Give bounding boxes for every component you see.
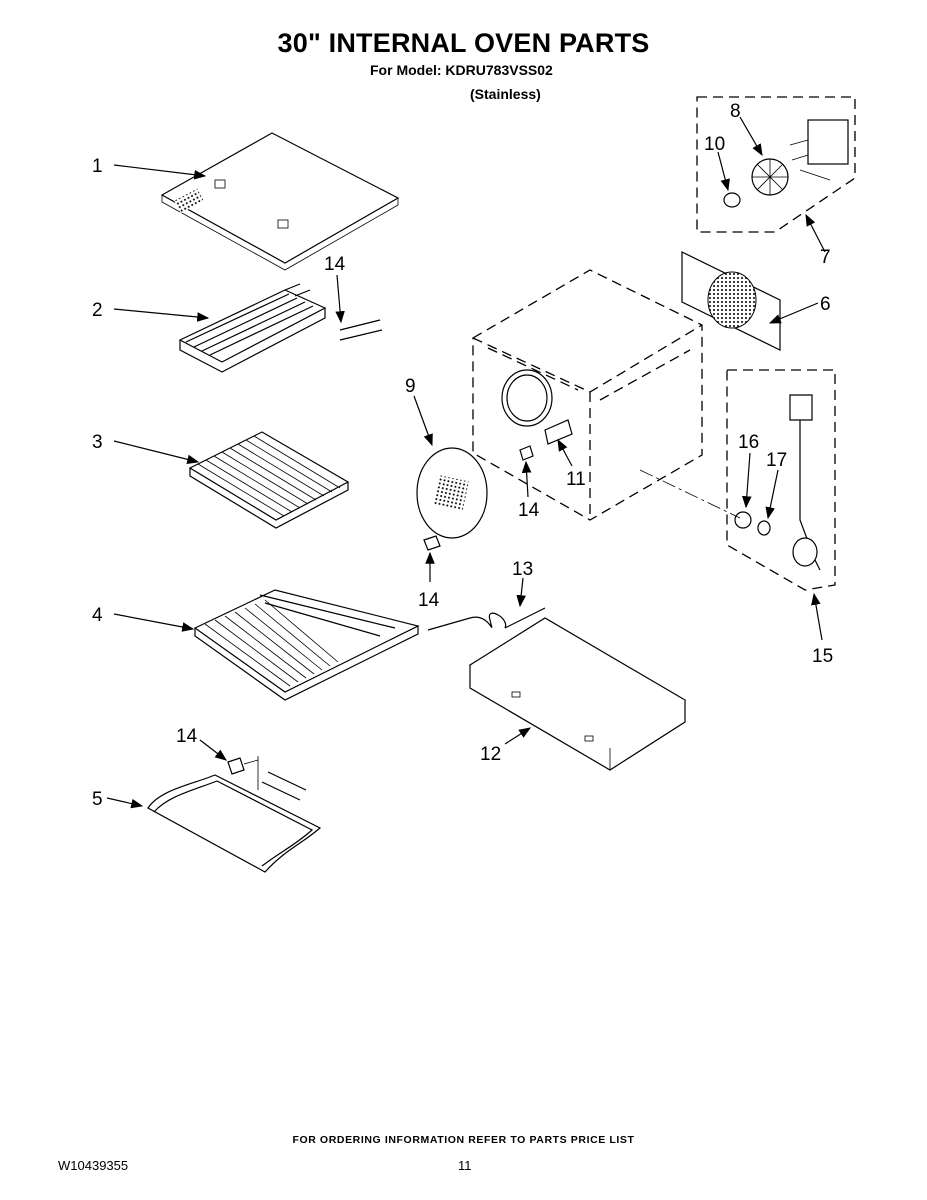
callout-15: 15 (812, 646, 833, 667)
fan-motor (789, 119, 849, 181)
part-4-extension-rack (193, 589, 420, 701)
callout-17: 17 (766, 450, 787, 471)
part-14-screw-bake (227, 756, 259, 790)
oven-cavity-dashed (472, 269, 703, 521)
part-8-fan-blade (751, 158, 789, 196)
callout-numbers: 1 2 14 3 4 14 5 8 10 7 6 9 11 14 16 17 1… (92, 101, 833, 810)
part-17-washer (757, 520, 771, 536)
model-number: For Model: KDRU783VSS02 (370, 62, 553, 78)
document-number: W10439355 (58, 1158, 129, 1173)
callout-4: 4 (92, 605, 103, 626)
part-11-convection-element (501, 369, 573, 445)
part-9-baffle (416, 447, 488, 539)
part-10-nut (723, 192, 741, 208)
part-7-fan-motor-assembly (696, 96, 856, 233)
callout-2: 2 (92, 300, 103, 321)
callout-14-bake: 14 (176, 726, 198, 747)
callout-5: 5 (92, 789, 103, 810)
part-13-meat-probe (427, 607, 546, 631)
callout-3: 3 (92, 432, 103, 453)
part-5-bake-element (147, 771, 322, 873)
callout-12: 12 (480, 744, 501, 765)
callout-14-element: 14 (518, 500, 540, 521)
callout-8: 8 (730, 101, 741, 122)
callout-9: 9 (405, 376, 416, 397)
part-14-screw-baffle (423, 535, 441, 551)
callout-7: 7 (820, 247, 831, 268)
ordering-note: FOR ORDERING INFORMATION REFER TO PARTS … (292, 1134, 635, 1146)
part-12-storage-pan (468, 617, 687, 771)
callout-1: 1 (92, 156, 103, 177)
callout-14-baffle: 14 (418, 590, 440, 611)
part-3-oven-rack (188, 431, 350, 529)
callout-11: 11 (566, 469, 586, 490)
leader-lines (106, 116, 826, 809)
part-2-broil-element (178, 283, 383, 373)
part-15-latch-assembly (639, 369, 836, 591)
callout-14-broil: 14 (324, 254, 346, 275)
page-number: 11 (458, 1158, 472, 1173)
part-1-top-panel (160, 132, 400, 271)
callout-13: 13 (512, 559, 533, 580)
part-6-fan-cover (681, 251, 781, 351)
part-14-screw-element (519, 445, 534, 461)
callout-10: 10 (704, 134, 725, 155)
part-16-spacer (734, 511, 752, 529)
page-title: 30" INTERNAL OVEN PARTS (277, 28, 650, 58)
finish-label: (Stainless) (470, 86, 541, 102)
callout-6: 6 (820, 294, 831, 315)
callout-16: 16 (738, 432, 759, 453)
